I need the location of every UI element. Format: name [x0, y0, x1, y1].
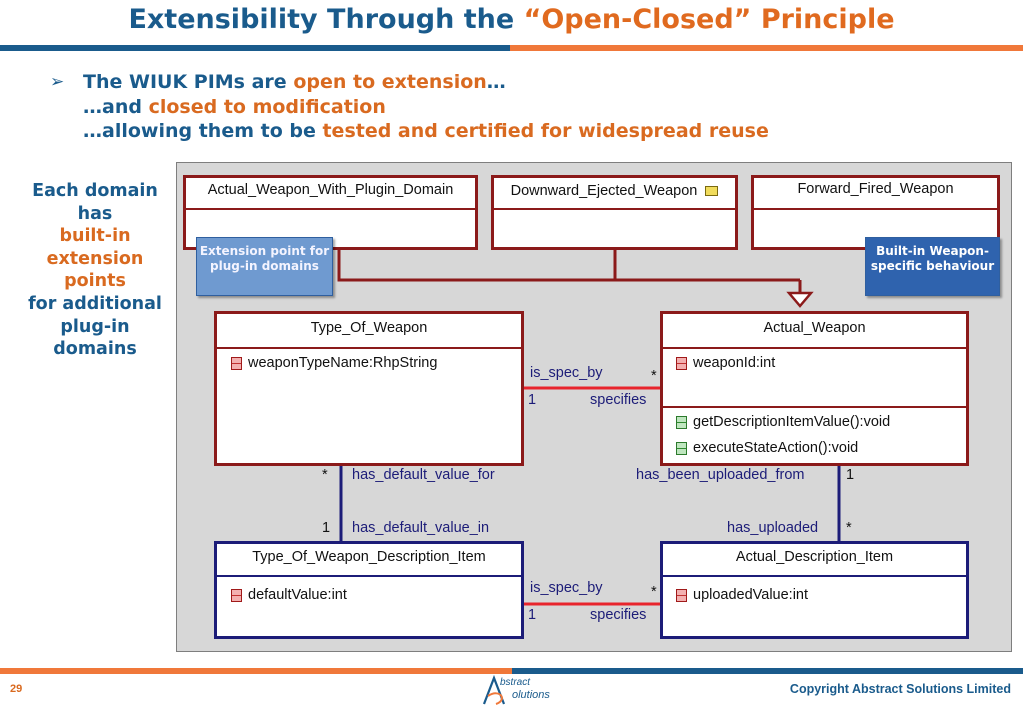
- attribute-label: weaponTypeName:RhpString: [248, 355, 438, 371]
- bullet-line-2: …and closed to modification: [50, 95, 769, 120]
- builtin-behaviour-callout: Built-in Weapon-specific behaviour: [865, 237, 1000, 296]
- class-name: Actual_Weapon_With_Plugin_Domain: [186, 178, 475, 210]
- top-bar-blue: [0, 45, 510, 51]
- multiplicity-one: 1: [528, 607, 537, 623]
- title-part-1: Extensibility Through the: [128, 4, 524, 35]
- operation-label: getDescriptionItemValue():void: [693, 414, 891, 430]
- class-name: Type_Of_Weapon_Description_Item: [217, 544, 521, 577]
- side-note-line-6: for additional: [28, 293, 162, 314]
- top-bar-orange: [510, 45, 1023, 51]
- attribute-icon: [231, 356, 242, 370]
- bullet-block: ➢ The WIUK PIMs are open to extension… ……: [50, 70, 769, 144]
- attribute-weapon-type-name[interactable]: weaponTypeName:RhpString: [231, 355, 437, 371]
- side-note-line-4: extension: [46, 248, 144, 269]
- attribute-icon: [676, 588, 687, 602]
- bullet-3-text-b: tested and certified for widespread reus…: [322, 120, 769, 142]
- side-note-line-7: plug-in: [60, 316, 130, 337]
- operation-execute-state-action[interactable]: executeStateAction():void: [676, 440, 858, 456]
- class-actual-weapon[interactable]: Actual_Weapon: [660, 311, 969, 466]
- logo-text-top: bstract: [500, 677, 531, 688]
- bullet-2-text-a: …and: [83, 95, 149, 118]
- generalization-line-left: [337, 250, 800, 282]
- attribute-weapon-id[interactable]: weaponId:int: [676, 355, 775, 371]
- class-type-of-weapon[interactable]: Type_Of_Weapon: [214, 311, 524, 466]
- class-name: Actual_Weapon: [663, 314, 966, 349]
- side-note: Each domain has built-in extension point…: [20, 180, 170, 361]
- attribute-label: uploadedValue:int: [693, 587, 809, 603]
- package-folder-icon: [705, 186, 719, 197]
- association-label-specifies-top: specifies: [590, 392, 647, 408]
- attribute-label: defaultValue:int: [248, 587, 347, 603]
- association-label-has-been-uploaded-from: has_been_uploaded_from: [636, 467, 805, 483]
- attribute-icon: [676, 356, 687, 370]
- attribute-icon: [231, 588, 242, 602]
- class-actual-description-item[interactable]: Actual_Description_Item: [660, 541, 969, 639]
- association-label-specifies-bottom: specifies: [590, 607, 647, 623]
- bullet-3-text-a: …allowing them to be: [83, 120, 323, 142]
- page-number: 29: [10, 683, 23, 695]
- abstract-solutions-logo: bstract olutions: [478, 674, 558, 708]
- class-name: Type_Of_Weapon: [217, 314, 521, 349]
- multiplicity-one: 1: [846, 467, 855, 483]
- side-note-line-2: has: [77, 203, 113, 224]
- class-name: Forward_Fired_Weapon: [754, 178, 997, 210]
- logo-mark-icon: [482, 674, 506, 705]
- multiplicity-one: 1: [528, 392, 537, 408]
- bullet-line-3: …allowing them to be tested and certifie…: [50, 119, 769, 144]
- operation-label: executeStateAction():void: [693, 440, 859, 456]
- extension-point-callout: Extension point for plug-in domains: [196, 237, 333, 296]
- class-header: Downward_Ejected_Weapon: [494, 178, 735, 210]
- association-label-has-default-value-in: has_default_value_in: [352, 520, 490, 536]
- copyright-notice: Copyright Abstract Solutions Limited: [789, 682, 1011, 696]
- bullet-line-1: ➢ The WIUK PIMs are open to extension…: [50, 70, 769, 95]
- class-type-of-weapon-description-item[interactable]: Type_Of_Weapon_Description_Item: [214, 541, 524, 639]
- title-part-2: “Open-Closed” Principle: [523, 4, 895, 35]
- class-compartment-divider: [663, 406, 966, 408]
- multiplicity-one: 1: [322, 520, 331, 536]
- generalization-arrowhead: [786, 291, 814, 308]
- side-note-line-3: built-in: [59, 226, 131, 247]
- attribute-default-value[interactable]: defaultValue:int: [231, 587, 347, 603]
- bullet-2-text-b: closed to modification: [148, 95, 386, 118]
- operation-get-description-item-value[interactable]: getDescriptionItemValue():void: [676, 414, 890, 430]
- operation-icon: [676, 415, 687, 429]
- multiplicity-star: *: [651, 584, 657, 600]
- class-downward-ejected-weapon[interactable]: Downward_Ejected_Weapon: [491, 175, 738, 250]
- bullet-1-text-b: open to extension: [293, 71, 487, 93]
- operation-icon: [676, 441, 687, 455]
- association-label-has-uploaded: has_uploaded: [727, 520, 819, 536]
- multiplicity-star: *: [322, 467, 328, 483]
- bullet-1-text-a: The WIUK PIMs are: [83, 71, 294, 93]
- association-label-has-default-value-for: has_default_value_for: [352, 467, 495, 483]
- side-note-line-1: Each domain: [32, 181, 158, 201]
- class-name: Actual_Description_Item: [663, 544, 966, 577]
- logo-text-bottom: olutions: [512, 689, 550, 701]
- class-name: Downward_Ejected_Weapon: [510, 183, 698, 199]
- side-note-line-8: domains: [53, 339, 137, 360]
- bottom-bar-blue: [512, 668, 1023, 674]
- association-label-is-spec-by-top: is_spec_by: [530, 365, 603, 381]
- attribute-label: weaponId:int: [693, 355, 776, 371]
- attribute-uploaded-value[interactable]: uploadedValue:int: [676, 587, 808, 603]
- side-note-line-5: points: [64, 271, 126, 292]
- arrow-bullet-icon: ➢: [50, 72, 65, 92]
- bottom-bar-orange: [0, 668, 512, 674]
- multiplicity-star: *: [846, 520, 852, 536]
- association-label-is-spec-by-bottom: is_spec_by: [530, 580, 603, 596]
- slide-title: Extensibility Through the “Open-Closed” …: [0, 4, 1023, 35]
- multiplicity-star: *: [651, 368, 657, 384]
- bullet-1-text-c: …: [486, 71, 506, 93]
